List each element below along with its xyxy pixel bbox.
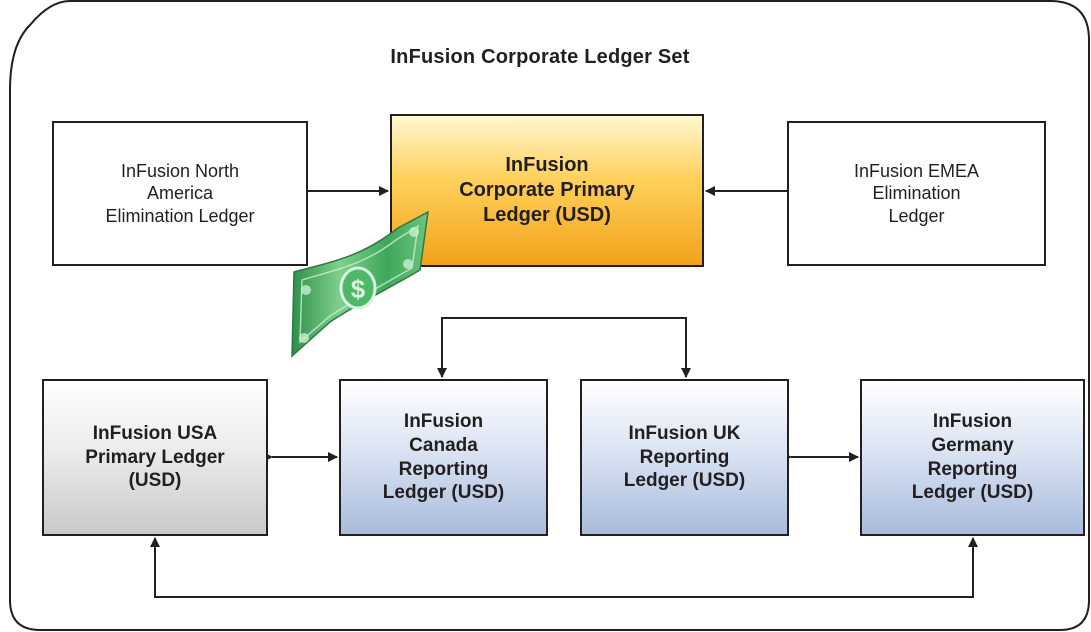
north-america-elimination-ledger: InFusion North America Elimination Ledge… <box>52 121 308 266</box>
dollar-bill-icon: $ <box>291 210 429 358</box>
uk-reporting-label: InFusion UK Reporting Ledger (USD) <box>623 422 746 492</box>
usa-primary-label: InFusion USA Primary Ledger (USD) <box>85 422 225 492</box>
usa-primary-ledger: InFusion USA Primary Ledger (USD) <box>42 379 268 536</box>
canada-reporting-ledger: InFusion Canada Reporting Ledger (USD) <box>339 379 548 536</box>
uk-reporting-ledger: InFusion UK Reporting Ledger (USD) <box>580 379 789 536</box>
diagram-title: InFusion Corporate Ledger Set <box>390 46 690 68</box>
north-america-elimination-label: InFusion North America Elimination Ledge… <box>105 160 255 226</box>
corporate-primary-label: InFusion Corporate Primary Ledger (USD) <box>459 154 635 226</box>
germany-reporting-label: InFusion Germany Reporting Ledger (USD) <box>911 411 1034 504</box>
germany-reporting-ledger: InFusion Germany Reporting Ledger (USD) <box>860 379 1085 536</box>
canada-reporting-label: InFusion Canada Reporting Ledger (USD) <box>382 411 505 504</box>
svg-text:$: $ <box>351 274 366 304</box>
emea-elimination-ledger: InFusion EMEA Elimination Ledger <box>787 121 1046 266</box>
connector-usa-germany <box>154 550 974 598</box>
emea-elimination-label: InFusion EMEA Elimination Ledger <box>853 160 980 226</box>
corporate-primary-ledger: InFusion Corporate Primary Ledger (USD) <box>390 114 704 267</box>
ledger-set-container <box>9 0 1090 631</box>
connector-canada-uk <box>441 317 687 372</box>
